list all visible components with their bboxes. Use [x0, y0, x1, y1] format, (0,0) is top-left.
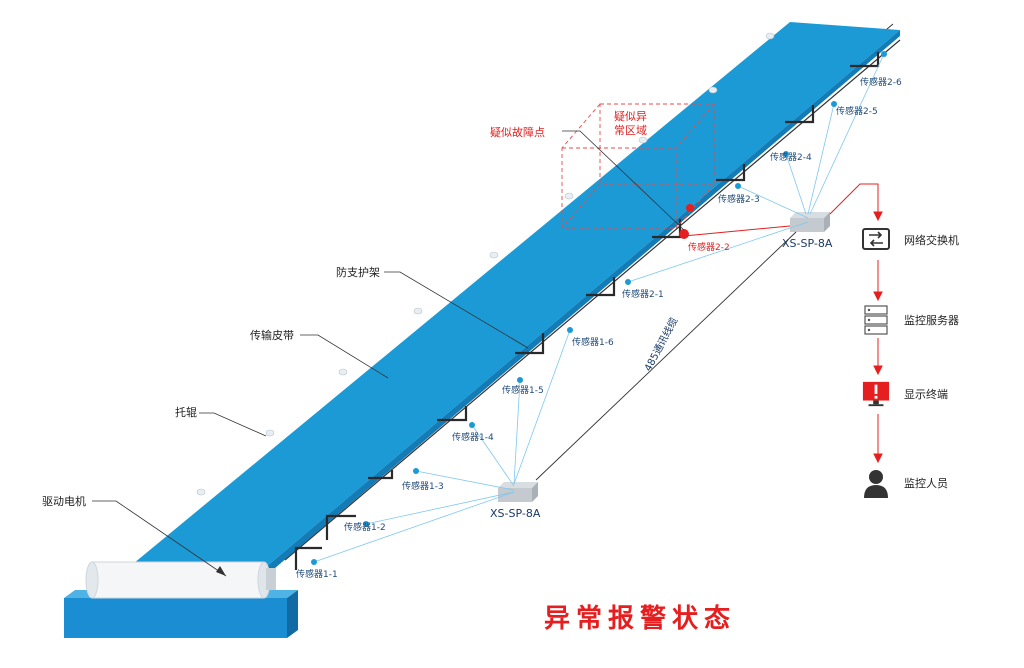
suspect-area-label-2: 常区域 — [614, 124, 647, 137]
collector-label-1: XS-SP-8A — [490, 507, 541, 520]
flow-item-terminal: 显示终端 — [862, 377, 1012, 411]
callout-motor-leader — [92, 500, 227, 577]
flow-item-operator: 监控人员 — [862, 466, 1012, 500]
sensor-label-2-3: 传感器2-3 — [718, 193, 760, 205]
callout-roller: 托辊 — [175, 405, 197, 419]
alarm-status-title: 异常报警状态 — [543, 604, 736, 634]
flow-arrows — [873, 211, 883, 464]
flow-label-switch: 网络交换机 — [904, 234, 959, 247]
sensor-label-2-2: 传感器2-2 — [688, 241, 730, 253]
flow-label-operator: 监控人员 — [904, 477, 948, 490]
sensor-label-2-5: 传感器2-5 — [836, 105, 878, 117]
alert-monitor-icon — [862, 380, 890, 408]
callout-motor: 驱动电机 — [42, 494, 86, 508]
flow-item-switch: 网络交换机 — [862, 223, 1012, 257]
sensor-lines-group2 — [627, 53, 885, 283]
sensor-label-1-4: 传感器1-4 — [452, 431, 494, 443]
conveyor-belt — [128, 22, 900, 568]
flow-label-terminal: 显示终端 — [904, 388, 948, 401]
sensor-label-1-6: 传感器1-6 — [572, 336, 614, 348]
fault-point-marker — [679, 229, 689, 239]
sensor-label-2-6: 传感器2-6 — [860, 76, 902, 88]
conveyor-belt-edge — [265, 30, 900, 574]
callout-belt-leader — [300, 334, 389, 379]
collector-box-2 — [790, 212, 830, 232]
collector-box-1 — [498, 482, 538, 502]
suspect-area-label-1: 疑似异 — [614, 110, 647, 123]
flow-label-server: 监控服务器 — [904, 314, 959, 327]
fault-point-label: 疑似故障点 — [490, 125, 545, 139]
sensor-label-1-1: 传感器1-1 — [296, 568, 338, 580]
sensor-label-1-2: 传感器1-2 — [344, 521, 386, 533]
suspect-area-box — [561, 103, 715, 229]
flow-item-server: 监控服务器 — [862, 303, 1012, 337]
cable-485 — [535, 231, 797, 481]
sensor-label-2-1: 传感器2-1 — [622, 288, 664, 300]
idler-rollers — [196, 32, 775, 496]
person-icon — [862, 469, 890, 498]
callout-belt: 传输皮带 — [250, 328, 294, 342]
network-switch-icon — [862, 226, 890, 254]
cable-485-label: 485通讯线缆 — [641, 315, 680, 373]
sensor-lines-group1 — [313, 329, 571, 563]
fault-point-leader — [562, 130, 685, 231]
sensor-label-2-4: 传感器2-4 — [770, 151, 812, 163]
base-slab — [64, 598, 287, 638]
fault-point-marker-2 — [686, 204, 694, 212]
sensor-label-1-5: 传感器1-5 — [502, 384, 544, 396]
sensor-line-alarm — [683, 225, 791, 237]
sensor-dots — [311, 51, 887, 565]
frame-rail-lower — [284, 39, 901, 561]
collector-label-2: XS-SP-8A — [782, 237, 833, 250]
drive-motor — [85, 561, 276, 599]
callout-frame: 防支护架 — [336, 265, 380, 279]
alarm-link-to-switch — [829, 183, 879, 216]
server-icon — [862, 305, 890, 335]
base-slab-side — [287, 590, 298, 638]
callout-frame-leader — [384, 271, 529, 349]
callout-roller-leader — [199, 412, 267, 437]
support-frames — [294, 52, 880, 570]
callout-motor-arrowhead — [216, 566, 226, 576]
sensor-label-1-3: 传感器1-3 — [402, 480, 444, 492]
